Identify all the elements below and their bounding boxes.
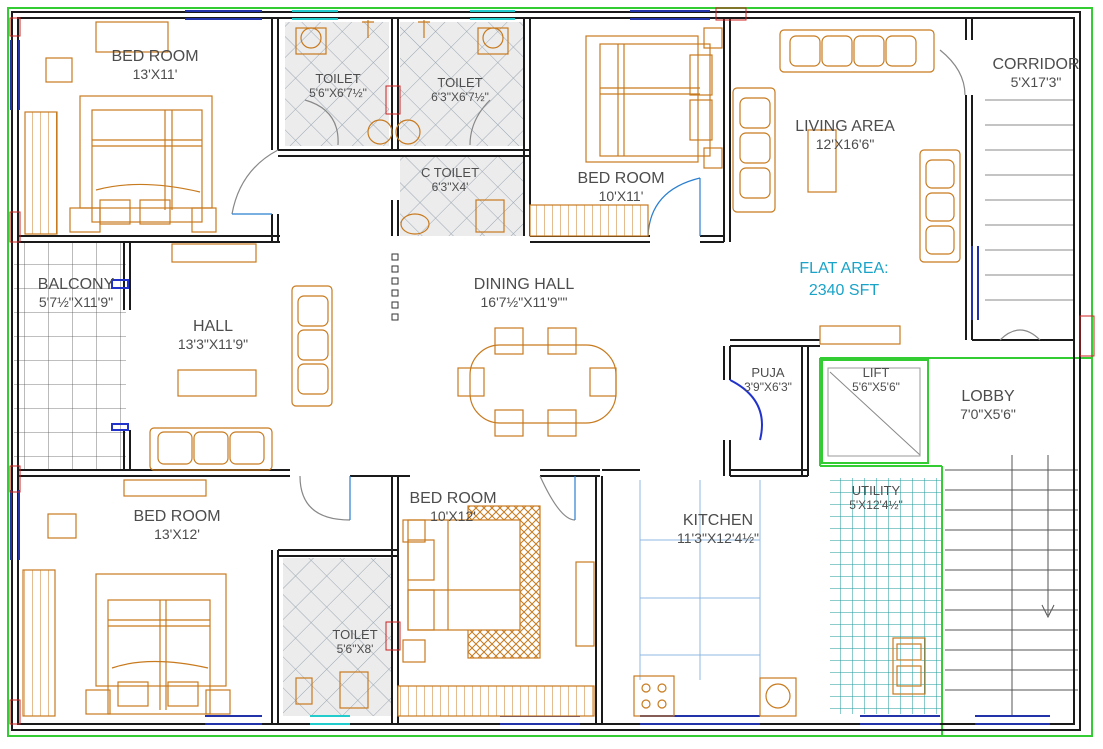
furniture — [22, 20, 961, 717]
room-name: BED ROOM — [111, 48, 199, 65]
label-lift: LIFT 5'6"X5'6" — [836, 365, 916, 395]
room-name: LIFT — [862, 365, 890, 380]
bed-top-right — [585, 27, 723, 169]
room-name: TOILET — [332, 627, 378, 642]
room-dim: 11'3"X12'4½" — [677, 530, 759, 547]
room-dim: 5'6"X5'6" — [852, 379, 900, 394]
room-name: UTILITY — [851, 483, 901, 498]
room-name: BED ROOM — [577, 170, 665, 187]
label-lobby: LOBBY 7'0"X5'6" — [948, 388, 1028, 422]
c-toilet-floor — [400, 156, 524, 236]
building-outline — [7, 7, 1093, 737]
flat-area-label: FLAT AREA: — [799, 260, 889, 277]
label-puja: PUJA 3'9"X6'3" — [732, 365, 804, 395]
label-toilet-2: TOILET 6'3"X6'7½" — [414, 75, 506, 105]
room-name: TOILET — [437, 75, 483, 90]
label-bed-room-4: BED ROOM 10'X12' — [398, 490, 508, 524]
flat-area-box: FLAT AREA: 2340 SFT — [790, 258, 898, 308]
column-markers — [391, 253, 399, 321]
label-toilet-1: TOILET 5'6"X6'7½" — [292, 71, 384, 101]
room-dim: 13'X11' — [132, 66, 178, 83]
room-name: DINING HALL — [473, 276, 575, 293]
room-name: KITCHEN — [682, 512, 754, 529]
room-dim: 5'X17'3" — [1010, 74, 1062, 91]
room-dim: 5'X12'4½" — [849, 497, 903, 512]
bed-bottom-left — [85, 573, 231, 715]
utility-floor — [830, 478, 942, 714]
ventilators — [292, 10, 515, 725]
room-dim: 13'3"X11'9" — [177, 336, 249, 353]
room-dim: 6'3"X6'7½" — [431, 89, 489, 104]
bed-bottom-middle — [402, 505, 541, 663]
walls — [11, 11, 1081, 731]
room-dim: 6'3"X4' — [431, 179, 469, 194]
doors — [231, 49, 1041, 521]
toilet-2-floor — [400, 22, 524, 146]
toilet-3-floor — [283, 558, 391, 716]
label-toilet-3: TOILET 5'6"X8' — [316, 627, 394, 657]
room-dim: 10'X11' — [598, 188, 644, 205]
bed-top-left — [69, 95, 217, 233]
label-corridor: CORRIDOR 5'X17'3" — [984, 56, 1088, 90]
kitchen-floor-grid — [639, 480, 761, 680]
label-dining-hall: DINING HALL 16'7½"X11'9"" — [460, 276, 588, 310]
label-living-area: LIVING AREA 12'X16'6" — [785, 118, 905, 152]
room-name: BED ROOM — [409, 490, 497, 507]
room-name: LIVING AREA — [795, 118, 895, 135]
label-c-toilet: C TOILET 6'3"X4' — [410, 165, 490, 195]
room-dim: 5'6"X6'7½" — [309, 85, 367, 100]
label-hall: HALL 13'3"X11'9" — [160, 318, 266, 352]
balcony-blue-markers — [111, 279, 129, 431]
room-dim: 3'9"X6'3" — [744, 379, 792, 394]
room-dim: 12'X16'6" — [815, 136, 875, 153]
room-name: LOBBY — [961, 388, 1015, 405]
label-utility: UTILITY 5'X12'4½" — [830, 483, 922, 513]
staircase — [945, 455, 1078, 716]
room-name: BALCONY — [37, 276, 115, 293]
lift-shaft — [821, 359, 929, 464]
room-name: CORRIDOR — [992, 56, 1080, 73]
label-bed-room-1: BED ROOM 13'X11' — [100, 48, 210, 82]
room-dim: 16'7½"X11'9"" — [480, 294, 568, 311]
label-kitchen: KITCHEN 11'3"X12'4½" — [656, 512, 780, 546]
room-dim: 10'X12' — [430, 508, 476, 525]
room-name: PUJA — [751, 365, 785, 380]
room-name: TOILET — [315, 71, 361, 86]
room-dim: 7'0"X5'6" — [960, 406, 1016, 423]
wall-markers — [9, 7, 1095, 725]
room-dim: 5'6"X8' — [336, 641, 374, 656]
flat-area-value: 2340 SFT — [808, 281, 880, 299]
label-bed-room-3: BED ROOM 13'X12' — [122, 508, 232, 542]
label-bed-room-2: BED ROOM 10'X11' — [568, 170, 674, 204]
room-dim: 13'X12' — [154, 526, 200, 543]
balcony-floor — [14, 243, 126, 471]
corridor-stair-lines — [985, 99, 1075, 301]
room-name: BED ROOM — [133, 508, 221, 525]
room-name: C TOILET — [420, 165, 480, 180]
room-name: HALL — [192, 318, 234, 335]
room-dim: 5'7½"X11'9" — [38, 294, 114, 311]
label-balcony: BALCONY 5'7½"X11'9" — [24, 276, 128, 310]
